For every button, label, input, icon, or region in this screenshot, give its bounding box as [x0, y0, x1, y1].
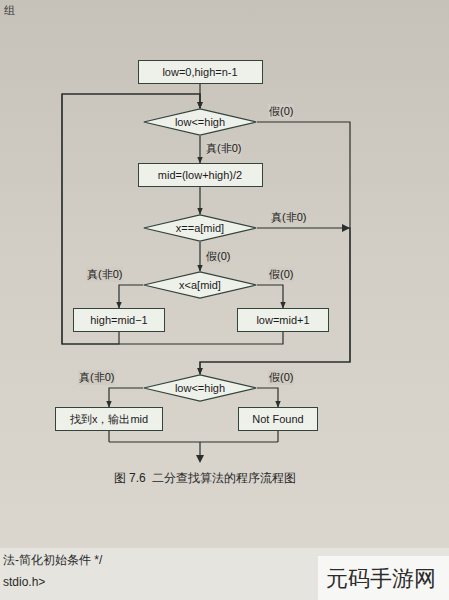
flow-arrow	[62, 94, 283, 344]
diamond-outline	[144, 215, 256, 241]
flow-arrow	[199, 136, 200, 163]
node-text: high=mid−1	[90, 314, 148, 326]
node-text: low<=high	[175, 116, 225, 128]
end-line	[199, 442, 200, 456]
flow-arrow	[62, 94, 200, 344]
flow-arrow	[119, 285, 143, 308]
merge-arrowhead	[342, 224, 350, 232]
end-arrowhead	[196, 455, 204, 463]
process-box: mid=(low+high)/2	[138, 163, 263, 187]
node-text: x<a[mid]	[179, 279, 221, 291]
decision-diamond: x==a[mid]	[143, 214, 257, 242]
branch-label: 真(非0)	[78, 370, 115, 385]
node-text: 找到x，输出mid	[70, 412, 148, 427]
branch-label: 假(0)	[268, 370, 294, 385]
flow-arrow	[199, 242, 200, 271]
branch-label: 假(0)	[205, 249, 231, 264]
branch-label: 真(非0)	[270, 210, 307, 225]
page-fragment: 组	[4, 3, 15, 18]
process-box: low=mid+1	[237, 308, 329, 332]
flow-arrow	[200, 228, 350, 374]
flow-arrow	[199, 187, 200, 214]
flow-arrow	[257, 285, 283, 308]
watermark: 元码手游网	[326, 564, 436, 594]
node-text: low<=high	[175, 382, 225, 394]
process-box: 找到x，输出mid	[55, 407, 163, 431]
code-comment: 法-简化初始条件 */	[3, 552, 102, 569]
watermark-ground	[318, 556, 449, 600]
end-line	[109, 441, 278, 442]
figure-caption: 图 7.6 二分查找算法的程序流程图	[0, 470, 410, 487]
code-fragment: stdio.h>	[3, 575, 45, 589]
end-line	[108, 431, 109, 442]
flow-arrow	[257, 388, 278, 407]
node-text: mid=(low+high)/2	[158, 169, 242, 181]
lower-page	[0, 548, 449, 600]
process-box: low=0,high=n-1	[138, 60, 263, 84]
diamond-outline	[144, 375, 256, 401]
branch-label: 假(0)	[268, 267, 294, 282]
node-text: low=0,high=n-1	[162, 66, 237, 78]
decision-diamond: x<a[mid]	[143, 271, 257, 299]
branch-label: 真(非0)	[86, 267, 123, 282]
node-text: x==a[mid]	[176, 222, 224, 234]
branch-label: 假(0)	[268, 104, 294, 119]
diamond-outline	[144, 109, 256, 135]
branch-label: 真(非0)	[205, 141, 242, 156]
decision-diamond: low<=high	[143, 108, 257, 136]
process-box: Not Found	[238, 407, 318, 431]
node-text: Not Found	[252, 413, 303, 425]
decision-diamond: low<=high	[143, 374, 257, 402]
flow-arrow	[200, 122, 350, 374]
node-text: low=mid+1	[256, 314, 309, 326]
diamond-outline	[144, 272, 256, 298]
end-line	[277, 431, 278, 442]
flow-arrow	[109, 388, 143, 407]
process-box: high=mid−1	[73, 308, 165, 332]
